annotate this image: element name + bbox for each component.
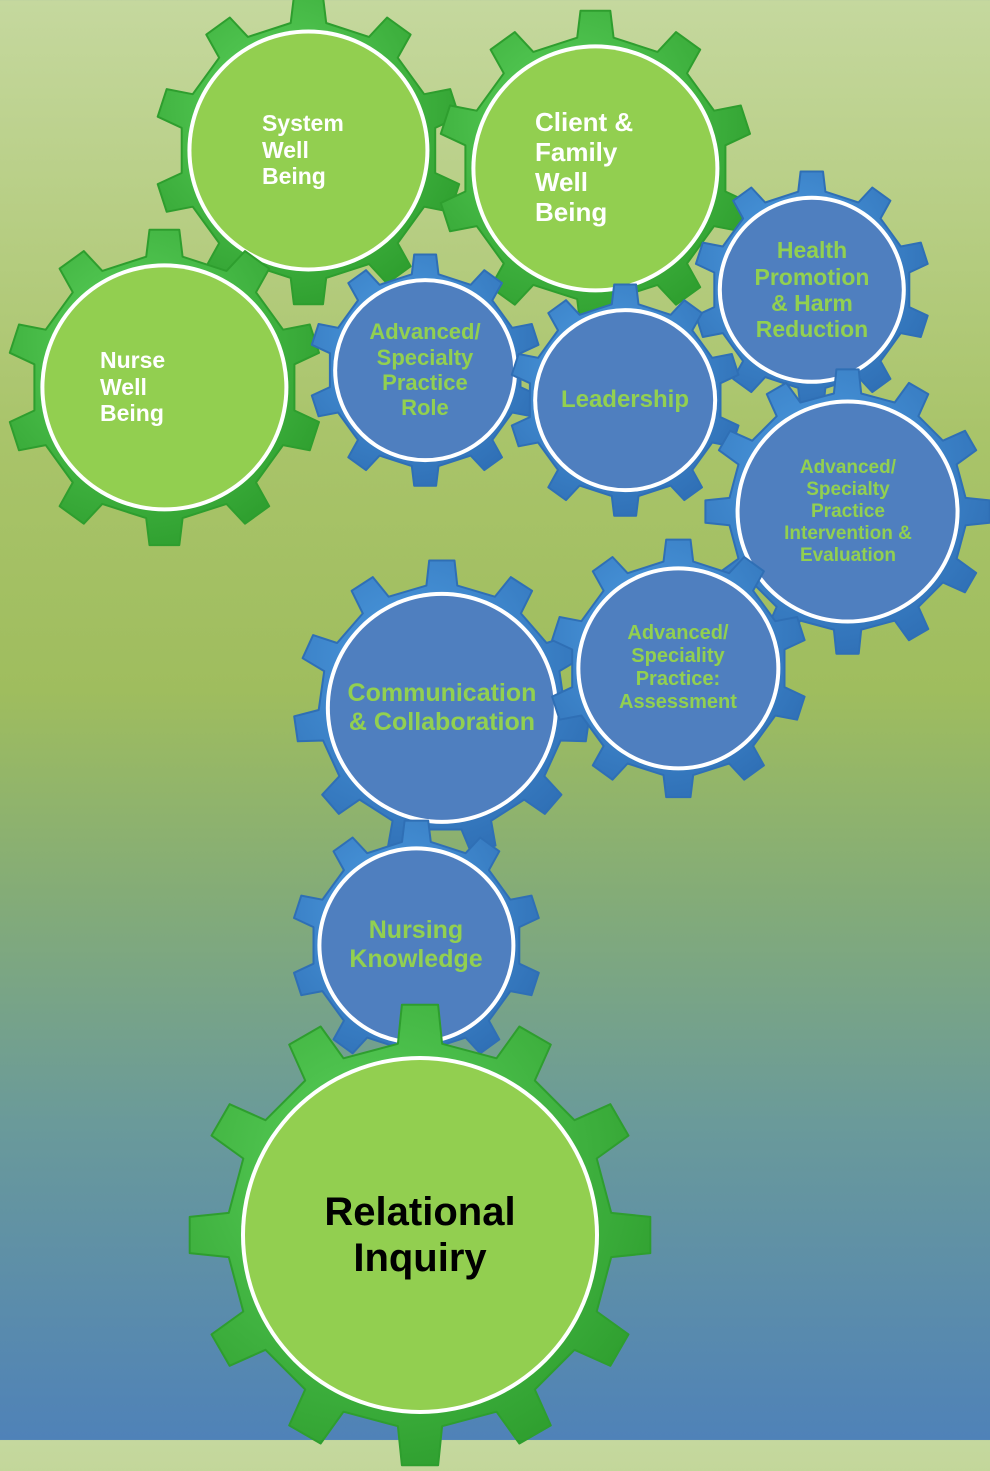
gear-shape [695,170,929,410]
gear-shape [156,0,460,305]
gear-shape [310,253,540,487]
gear-relational-inquiry: Relational Inquiry [184,999,656,1471]
gear-label: Relational Inquiry [324,1190,516,1280]
gear-shape [439,9,751,327]
gear-shape [704,368,990,656]
gear-label: Leadership [560,386,689,414]
gear-label: Nursing Knowledge [349,916,483,973]
gear-shape [293,559,591,854]
gear-label: Advanced/ Specialty Practice Role [369,319,481,421]
gear-advanced-specialty-practice-role: Advanced/ Specialty Practice Role [304,249,546,491]
gear-label: Advanced/ Speciality Practice: Assessmen… [619,621,737,713]
gear-shape [292,819,540,1071]
gear-communication-collaboration: Communication & Collaboration [289,555,595,861]
gear-label: Health Promotion & Harm Reduction [754,237,870,343]
gear-intervention-evaluation: Advanced/ Specialty Practice Interventio… [700,364,990,659]
gear-nursing-knowledge: Nursing Knowledge [286,815,547,1076]
gear-label: System Well Being [261,110,344,190]
gear-health-promotion: Health Promotion & Harm Reduction [688,166,936,414]
gear-shape [8,228,320,546]
gear-label: Nurse Well Being [99,347,166,427]
gear-system-well-being: System Well Being [149,0,468,309]
gear-practice-assessment: Advanced/ Speciality Practice: Assessmen… [544,534,813,803]
gear-label: Client & Family Well Being [534,107,634,227]
gear-label: Advanced/ Specialty Practice Interventio… [784,457,912,566]
gear-shape [188,1003,652,1467]
gear-shape [510,283,740,517]
gear-client-family-well-being: Client & Family Well Being [432,5,759,332]
gear-nurse-well-being: Nurse Well Being [1,224,328,551]
gear-label: Communication & Collaboration [347,679,537,736]
gear-shape [550,538,806,798]
gear-leadership: Leadership [504,279,746,521]
